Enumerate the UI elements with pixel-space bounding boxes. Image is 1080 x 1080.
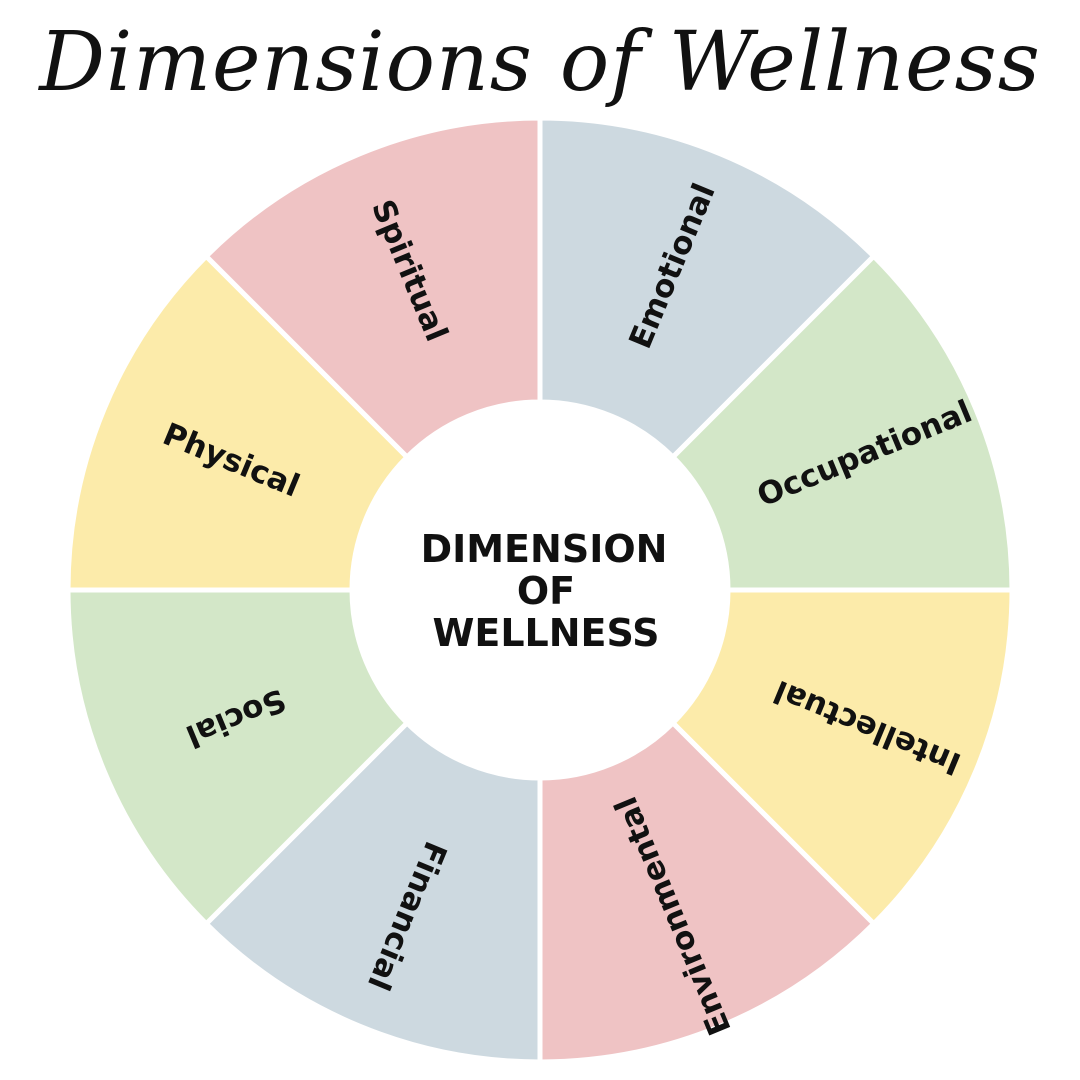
center-line-3: WELLNESS — [432, 611, 659, 655]
center-circle — [352, 402, 728, 778]
segments-layer — [65, 115, 1015, 1065]
center-line-1: DIMENSION — [421, 527, 668, 571]
diagram-title: Dimensions of Wellness — [39, 15, 1041, 110]
center-line-2: OF — [517, 569, 575, 613]
